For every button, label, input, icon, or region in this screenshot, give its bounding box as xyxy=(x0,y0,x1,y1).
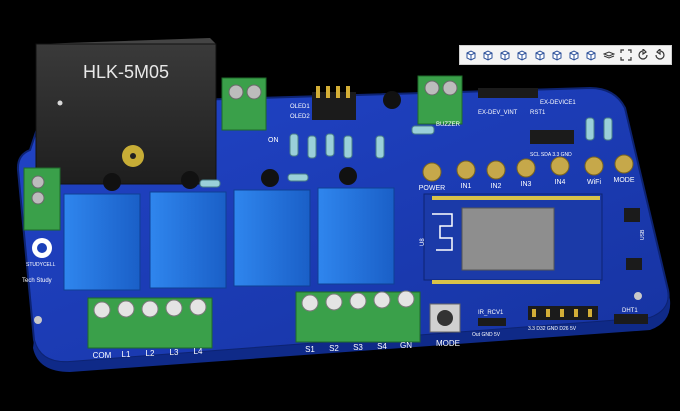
mount-hole xyxy=(34,316,42,324)
led-label-in1: IN1 xyxy=(461,183,472,190)
terminal-label-l4: L4 xyxy=(194,347,203,356)
silk-ir: IR_RCV1 xyxy=(478,310,504,316)
silk-dht: DHT1 xyxy=(622,308,638,314)
reset-view-icon[interactable] xyxy=(653,48,668,62)
silk-exdevice: EX-DEVICE1 xyxy=(540,100,576,106)
esp32-pins xyxy=(432,196,600,284)
hlk-pin1-marker xyxy=(57,100,63,106)
silk-buzzer: BUZZER xyxy=(436,122,461,128)
rotate-icon[interactable] xyxy=(636,48,651,62)
status-led-row xyxy=(422,154,634,182)
cube-front-icon[interactable] xyxy=(463,48,478,62)
led-label-in2: IN2 xyxy=(491,183,502,190)
silk-oled1: OLED1 xyxy=(290,104,310,110)
cube-top-icon[interactable] xyxy=(498,48,513,62)
terminal-label-s3: S3 xyxy=(353,343,363,352)
relay-bank xyxy=(63,187,395,291)
cube-right-icon[interactable] xyxy=(549,48,564,62)
fit-screen-icon[interactable] xyxy=(618,48,633,62)
silk-on: ON xyxy=(268,137,279,144)
led-label-in4: IN4 xyxy=(555,179,566,186)
silk-bottom-pins: 3.3 D32 GND D26 5V xyxy=(528,326,577,332)
terminal-label-l2: L2 xyxy=(146,349,155,358)
oled-header xyxy=(312,86,356,120)
i2c-header xyxy=(530,130,574,144)
ir-receiver xyxy=(478,318,506,326)
led-label-wifi: WiFi xyxy=(587,179,601,186)
view-toolbar xyxy=(459,45,672,65)
cube-bottom-icon[interactable] xyxy=(515,48,530,62)
terminal-label-s2: S2 xyxy=(329,344,339,353)
cube-back-icon[interactable] xyxy=(480,48,495,62)
terminal-label-com: COM xyxy=(93,351,112,360)
hlk-module-label: HLK-5M05 xyxy=(83,62,169,82)
layers-icon[interactable] xyxy=(601,48,616,62)
transistor xyxy=(103,173,121,191)
resistors xyxy=(199,117,613,188)
pcb-edge xyxy=(33,290,671,372)
dht-header xyxy=(614,314,648,324)
silk-oled2: OLED2 xyxy=(290,114,310,120)
transistor xyxy=(261,169,279,187)
usb-component xyxy=(626,258,642,270)
transistor xyxy=(383,91,401,109)
silk-u8: U8 xyxy=(420,238,426,246)
transistor xyxy=(181,171,199,189)
mode-button-label: MODE xyxy=(436,339,460,348)
mount-hole xyxy=(634,292,642,300)
exdevice-header xyxy=(478,88,538,98)
silk-logo: STUDYCELL xyxy=(26,262,56,268)
terminal-label-l3: L3 xyxy=(170,348,179,357)
relay-terminal-labels: COM L1 L2 L3 L4 xyxy=(93,347,203,360)
silk-ir-pins: Out GND 5V xyxy=(472,332,501,338)
terminal-top-left xyxy=(221,77,267,131)
silk-rst: RST1 xyxy=(530,110,546,116)
silk-usb: USB xyxy=(640,229,646,240)
cube-left-icon[interactable] xyxy=(532,48,547,62)
led-label-mode: MODE xyxy=(614,177,635,184)
cube-iso2-icon[interactable] xyxy=(584,48,599,62)
terminal-label-gn: GN xyxy=(400,341,412,350)
status-led-labels: POWER IN1 IN2 IN3 IN4 WiFi MODE xyxy=(419,177,635,192)
silk-scl: SCL SDA 3.3 GND xyxy=(530,152,572,158)
cube-iso-icon[interactable] xyxy=(567,48,582,62)
terminal-label-s1: S1 xyxy=(305,345,315,354)
led-label-power: POWER xyxy=(419,185,445,192)
usb-component xyxy=(624,208,640,222)
transistor xyxy=(339,167,357,185)
esp32-shield xyxy=(461,207,555,271)
silk-exdev-vint: EX-DEV_VINT xyxy=(478,110,518,116)
silk-brand: Tech Study xyxy=(22,278,52,284)
led-label-in3: IN3 xyxy=(521,181,532,188)
terminal-label-s4: S4 xyxy=(377,342,387,351)
switch-terminal-labels: S1 S2 S3 S4 GN xyxy=(305,341,412,354)
esp32-antenna xyxy=(432,213,453,251)
terminal-label-l1: L1 xyxy=(122,350,131,359)
